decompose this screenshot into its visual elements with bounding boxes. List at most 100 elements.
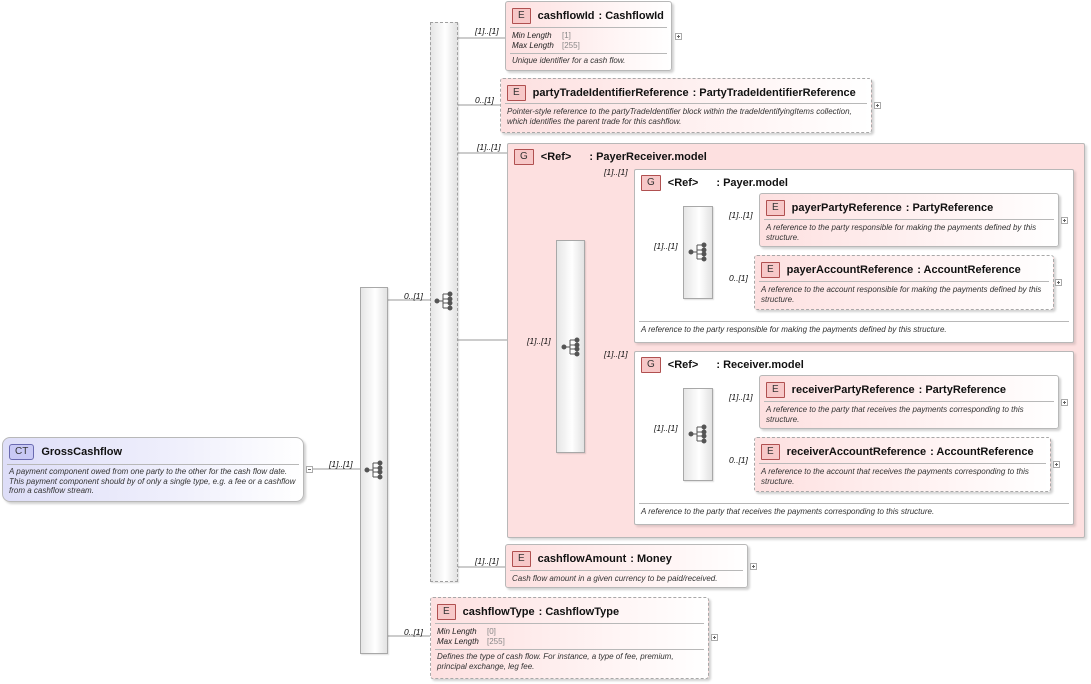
element-badge: E xyxy=(512,551,531,567)
receiver-sequence-bar[interactable] xyxy=(683,388,713,481)
element-name: payerAccountReference xyxy=(786,264,914,276)
root-description: A payment component owed from one party … xyxy=(9,467,296,495)
root-multiplicity: [1]..[1] xyxy=(329,459,353,469)
element-header: E receiverAccountReference : AccountRefe… xyxy=(761,443,1034,461)
element-description: A reference to the account responsible f… xyxy=(761,285,1042,304)
element-name: cashflowType xyxy=(462,606,535,618)
element-type: : PartyTradeIdentifierReference xyxy=(692,87,856,99)
group-badge: G xyxy=(514,149,534,165)
element-type: : AccountReference xyxy=(917,264,1021,276)
cashflowamount-multiplicity: [1]..[1] xyxy=(475,556,499,566)
element-header: E cashflowId : CashflowId xyxy=(512,7,664,25)
element-badge: E xyxy=(761,262,780,278)
receiveraccountreference-multiplicity: 0..[1] xyxy=(729,455,748,465)
payer-model-multiplicity: [1]..[1] xyxy=(604,167,628,177)
element-name: cashflowAmount xyxy=(537,553,627,565)
element-description: Cash flow amount in a given currency to … xyxy=(512,574,718,583)
group-ref: <Ref> xyxy=(667,177,699,189)
facet-value: [255] xyxy=(562,41,580,50)
sequence-icon xyxy=(688,424,707,444)
divider xyxy=(435,649,704,650)
element-description: Pointer-style reference to the partyTrad… xyxy=(507,107,852,126)
payer-sequence-bar[interactable] xyxy=(683,206,713,299)
expand-plus-icon[interactable] xyxy=(711,634,718,641)
divider xyxy=(435,623,704,624)
element-badge: E xyxy=(766,382,785,398)
group-header: G <Ref> : Payer.model xyxy=(641,175,788,191)
element-description: A reference to the account that receives… xyxy=(761,467,1029,486)
element-description: A reference to the party that receives t… xyxy=(766,405,1024,424)
root-header: CT GrossCashflow xyxy=(9,443,122,461)
element-name: payerPartyReference xyxy=(791,202,902,214)
element-header: E partyTradeIdentifierReference : PartyT… xyxy=(507,84,856,102)
element-receiverpartyreference[interactable]: E receiverPartyReference : PartyReferenc… xyxy=(759,375,1059,429)
element-type: : PartyReference xyxy=(918,384,1007,396)
sequence-icon xyxy=(434,291,453,311)
group-header: G <Ref> : PayerReceiver.model xyxy=(514,149,707,165)
payerreceiver-sequence-multiplicity: [1]..[1] xyxy=(527,336,551,346)
element-name: receiverAccountReference xyxy=(786,446,927,458)
divider xyxy=(510,570,743,571)
cashflowid-multiplicity: [1]..[1] xyxy=(475,26,499,36)
receiver-model-multiplicity: [1]..[1] xyxy=(604,349,628,359)
element-header: E payerPartyReference : PartyReference xyxy=(766,199,993,217)
collapse-minus-icon[interactable] xyxy=(306,466,313,473)
expand-plus-icon[interactable] xyxy=(1061,217,1068,224)
group-badge: G xyxy=(641,357,661,373)
element-cashflowamount[interactable]: E cashflowAmount : Money Cash flow amoun… xyxy=(505,544,748,588)
element-type: : CashflowId xyxy=(598,10,664,22)
facet-value: [1] xyxy=(562,31,571,40)
choice-multiplicity: 0..[1] xyxy=(404,291,423,301)
facet-label: Max Length xyxy=(437,637,479,646)
facet-min-length: Min Length [0] xyxy=(437,627,496,637)
element-type: : AccountReference xyxy=(930,446,1034,458)
group-name: : Payer.model xyxy=(716,177,788,189)
expand-plus-icon[interactable] xyxy=(1055,279,1062,286)
divider xyxy=(764,401,1054,402)
divider xyxy=(7,464,299,465)
element-name: cashflowId xyxy=(537,10,595,22)
facet-label: Max Length xyxy=(512,41,554,50)
element-payerpartyreference[interactable]: E payerPartyReference : PartyReference A… xyxy=(759,193,1059,247)
element-receiveraccountreference[interactable]: E receiverAccountReference : AccountRefe… xyxy=(754,437,1051,492)
element-cashflowtype[interactable]: E cashflowType : CashflowType Min Length… xyxy=(430,597,709,679)
sequence-icon xyxy=(364,460,383,480)
facet-value: [255] xyxy=(487,637,505,646)
inner-sequence-bar[interactable] xyxy=(430,22,458,582)
element-type: : Money xyxy=(630,553,672,565)
element-description: Defines the type of cash flow. For insta… xyxy=(437,652,674,671)
group-badge: G xyxy=(641,175,661,191)
divider xyxy=(639,321,1069,322)
expand-plus-icon[interactable] xyxy=(1053,461,1060,468)
expand-plus-icon[interactable] xyxy=(750,563,757,570)
facet-label: Min Length xyxy=(512,31,552,40)
element-badge: E xyxy=(766,200,785,216)
sequence-icon xyxy=(688,242,707,262)
group-header: G <Ref> : Receiver.model xyxy=(641,357,804,373)
divider xyxy=(759,463,1046,464)
element-cashflowid[interactable]: E cashflowId : CashflowId Min Length [1]… xyxy=(505,1,672,71)
complex-type-grosscashflow[interactable]: CT GrossCashflow A payment component owe… xyxy=(2,437,304,502)
expand-plus-icon[interactable] xyxy=(675,33,682,40)
element-partytradeidentifierreference[interactable]: E partyTradeIdentifierReference : PartyT… xyxy=(500,78,872,133)
element-header: E receiverPartyReference : PartyReferenc… xyxy=(766,381,1006,399)
expand-plus-icon[interactable] xyxy=(874,102,881,109)
expand-plus-icon[interactable] xyxy=(1061,399,1068,406)
element-description: Unique identifier for a cash flow. xyxy=(512,56,626,65)
facet-label: Min Length xyxy=(437,627,477,636)
facet-max-length: Max Length [255] xyxy=(512,41,580,51)
sequence-icon xyxy=(561,337,580,357)
element-badge: E xyxy=(761,444,780,460)
divider xyxy=(764,219,1054,220)
element-badge: E xyxy=(512,8,531,24)
divider xyxy=(510,27,667,28)
element-payeraccountreference[interactable]: E payerAccountReference : AccountReferen… xyxy=(754,255,1054,310)
ptir-multiplicity: 0..[1] xyxy=(475,95,494,105)
group-ref: <Ref> xyxy=(667,359,699,371)
element-header: E payerAccountReference : AccountReferen… xyxy=(761,261,1021,279)
facet-value: [0] xyxy=(487,627,496,636)
group-name: : PayerReceiver.model xyxy=(589,151,707,163)
element-badge: E xyxy=(507,85,526,101)
element-header: E cashflowAmount : Money xyxy=(512,550,672,568)
facet-min-length: Min Length [1] xyxy=(512,31,571,41)
